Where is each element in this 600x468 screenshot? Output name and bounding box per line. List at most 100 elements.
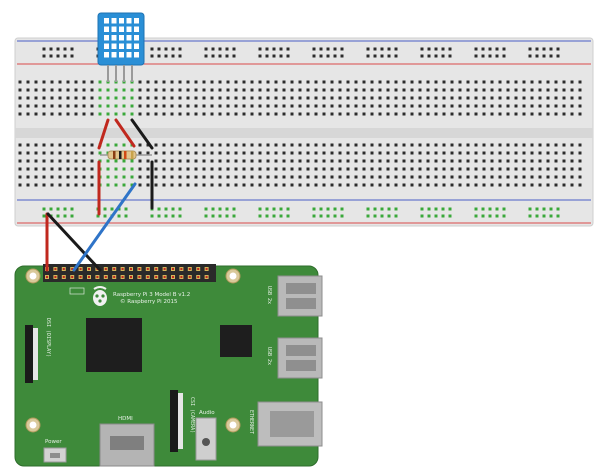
breadboard-hole [234,167,238,171]
breadboard-hole [338,112,342,116]
rail-hole [380,47,384,51]
breadboard-hole [330,96,334,100]
breadboard-hole [130,159,134,163]
breadboard-hole [346,159,350,163]
breadboard-hole [242,175,246,179]
breadboard-hole [506,183,510,187]
breadboard-hole [66,175,70,179]
breadboard-hole [322,88,326,92]
breadboard-hole [186,88,190,92]
breadboard-hole [386,167,390,171]
breadboard-hole [234,104,238,108]
gpio-pin-core [130,268,132,270]
breadboard-hole [210,175,214,179]
breadboard-hole [450,96,454,100]
breadboard-hole [338,104,342,108]
breadboard-hole [338,159,342,163]
breadboard-hole [26,183,30,187]
usb-port-top [277,275,323,317]
breadboard-hole [418,143,422,147]
breadboard-hole [210,80,214,84]
gpio-pin-core [88,268,90,270]
breadboard-hole [146,88,150,92]
breadboard-hole [210,143,214,147]
breadboard-hole [50,112,54,116]
rail-hole [56,207,60,211]
breadboard-hole [250,175,254,179]
rail-hole [171,207,175,211]
breadboard-hole [282,175,286,179]
breadboard-hole [378,151,382,155]
breadboard-hole [554,112,558,116]
breadboard-hole [538,112,542,116]
breadboard-hole [114,175,118,179]
breadboard-hole [82,183,86,187]
rail-hole [420,47,424,51]
breadboard-hole [402,88,406,92]
breadboard-hole [90,143,94,147]
breadboard-hole [34,112,38,116]
breadboard-hole [402,112,406,116]
breadboard-hole [202,175,206,179]
breadboard-hole [410,112,414,116]
breadboard-hole [178,88,182,92]
breadboard-hole [402,80,406,84]
breadboard-hole [498,143,502,147]
breadboard-hole [162,112,166,116]
rail-hole [150,47,154,51]
rail-hole [272,54,276,58]
breadboard-hole [578,112,582,116]
breadboard-hole [346,104,350,108]
rail-hole [204,54,208,58]
breadboard-hole [306,112,310,116]
breadboard-hole [522,88,526,92]
breadboard-hole [146,167,150,171]
breadboard-hole [290,112,294,116]
breadboard-hole [474,143,478,147]
breadboard-hole [162,151,166,155]
rail-hole [535,47,539,51]
breadboard-hole [410,104,414,108]
breadboard-hole [490,104,494,108]
breadboard-hole [74,96,78,100]
rail-hole [333,214,337,218]
rail-hole [225,214,229,218]
breadboard-hole [274,151,278,155]
rail-hole [474,47,478,51]
sensor-grille-hole [134,18,139,24]
breadboard-hole [154,167,158,171]
breadboard-hole [410,88,414,92]
breadboard-hole [322,104,326,108]
breadboard-hole [522,96,526,100]
breadboard-hole [410,159,414,163]
breadboard-hole [442,143,446,147]
breadboard-hole [322,80,326,84]
breadboard-hole [186,175,190,179]
breadboard-hole [74,80,78,84]
breadboard-hole [466,175,470,179]
breadboard-hole [162,104,166,108]
breadboard-hole [226,175,230,179]
breadboard-hole [394,143,398,147]
gpio-pin-core [104,276,107,278]
rail-hole [171,54,175,58]
rail-hole [366,47,370,51]
breadboard-hole [170,183,174,187]
breadboard-hole [234,183,238,187]
rail-hole [110,207,114,211]
breadboard-hole [162,175,166,179]
rail-hole [63,214,67,218]
breadboard-hole [74,143,78,147]
breadboard-hole [266,175,270,179]
breadboard-hole [26,80,30,84]
rail-hole [258,54,262,58]
breadboard-hole [354,88,358,92]
rail-hole [258,207,262,211]
breadboard-hole [154,151,158,155]
breadboard-hole [26,175,30,179]
breadboard-hole [570,104,574,108]
breadboard-hole [154,80,158,84]
breadboard-hole [482,96,486,100]
breadboard-hole [162,167,166,171]
breadboard-hole [130,183,134,187]
